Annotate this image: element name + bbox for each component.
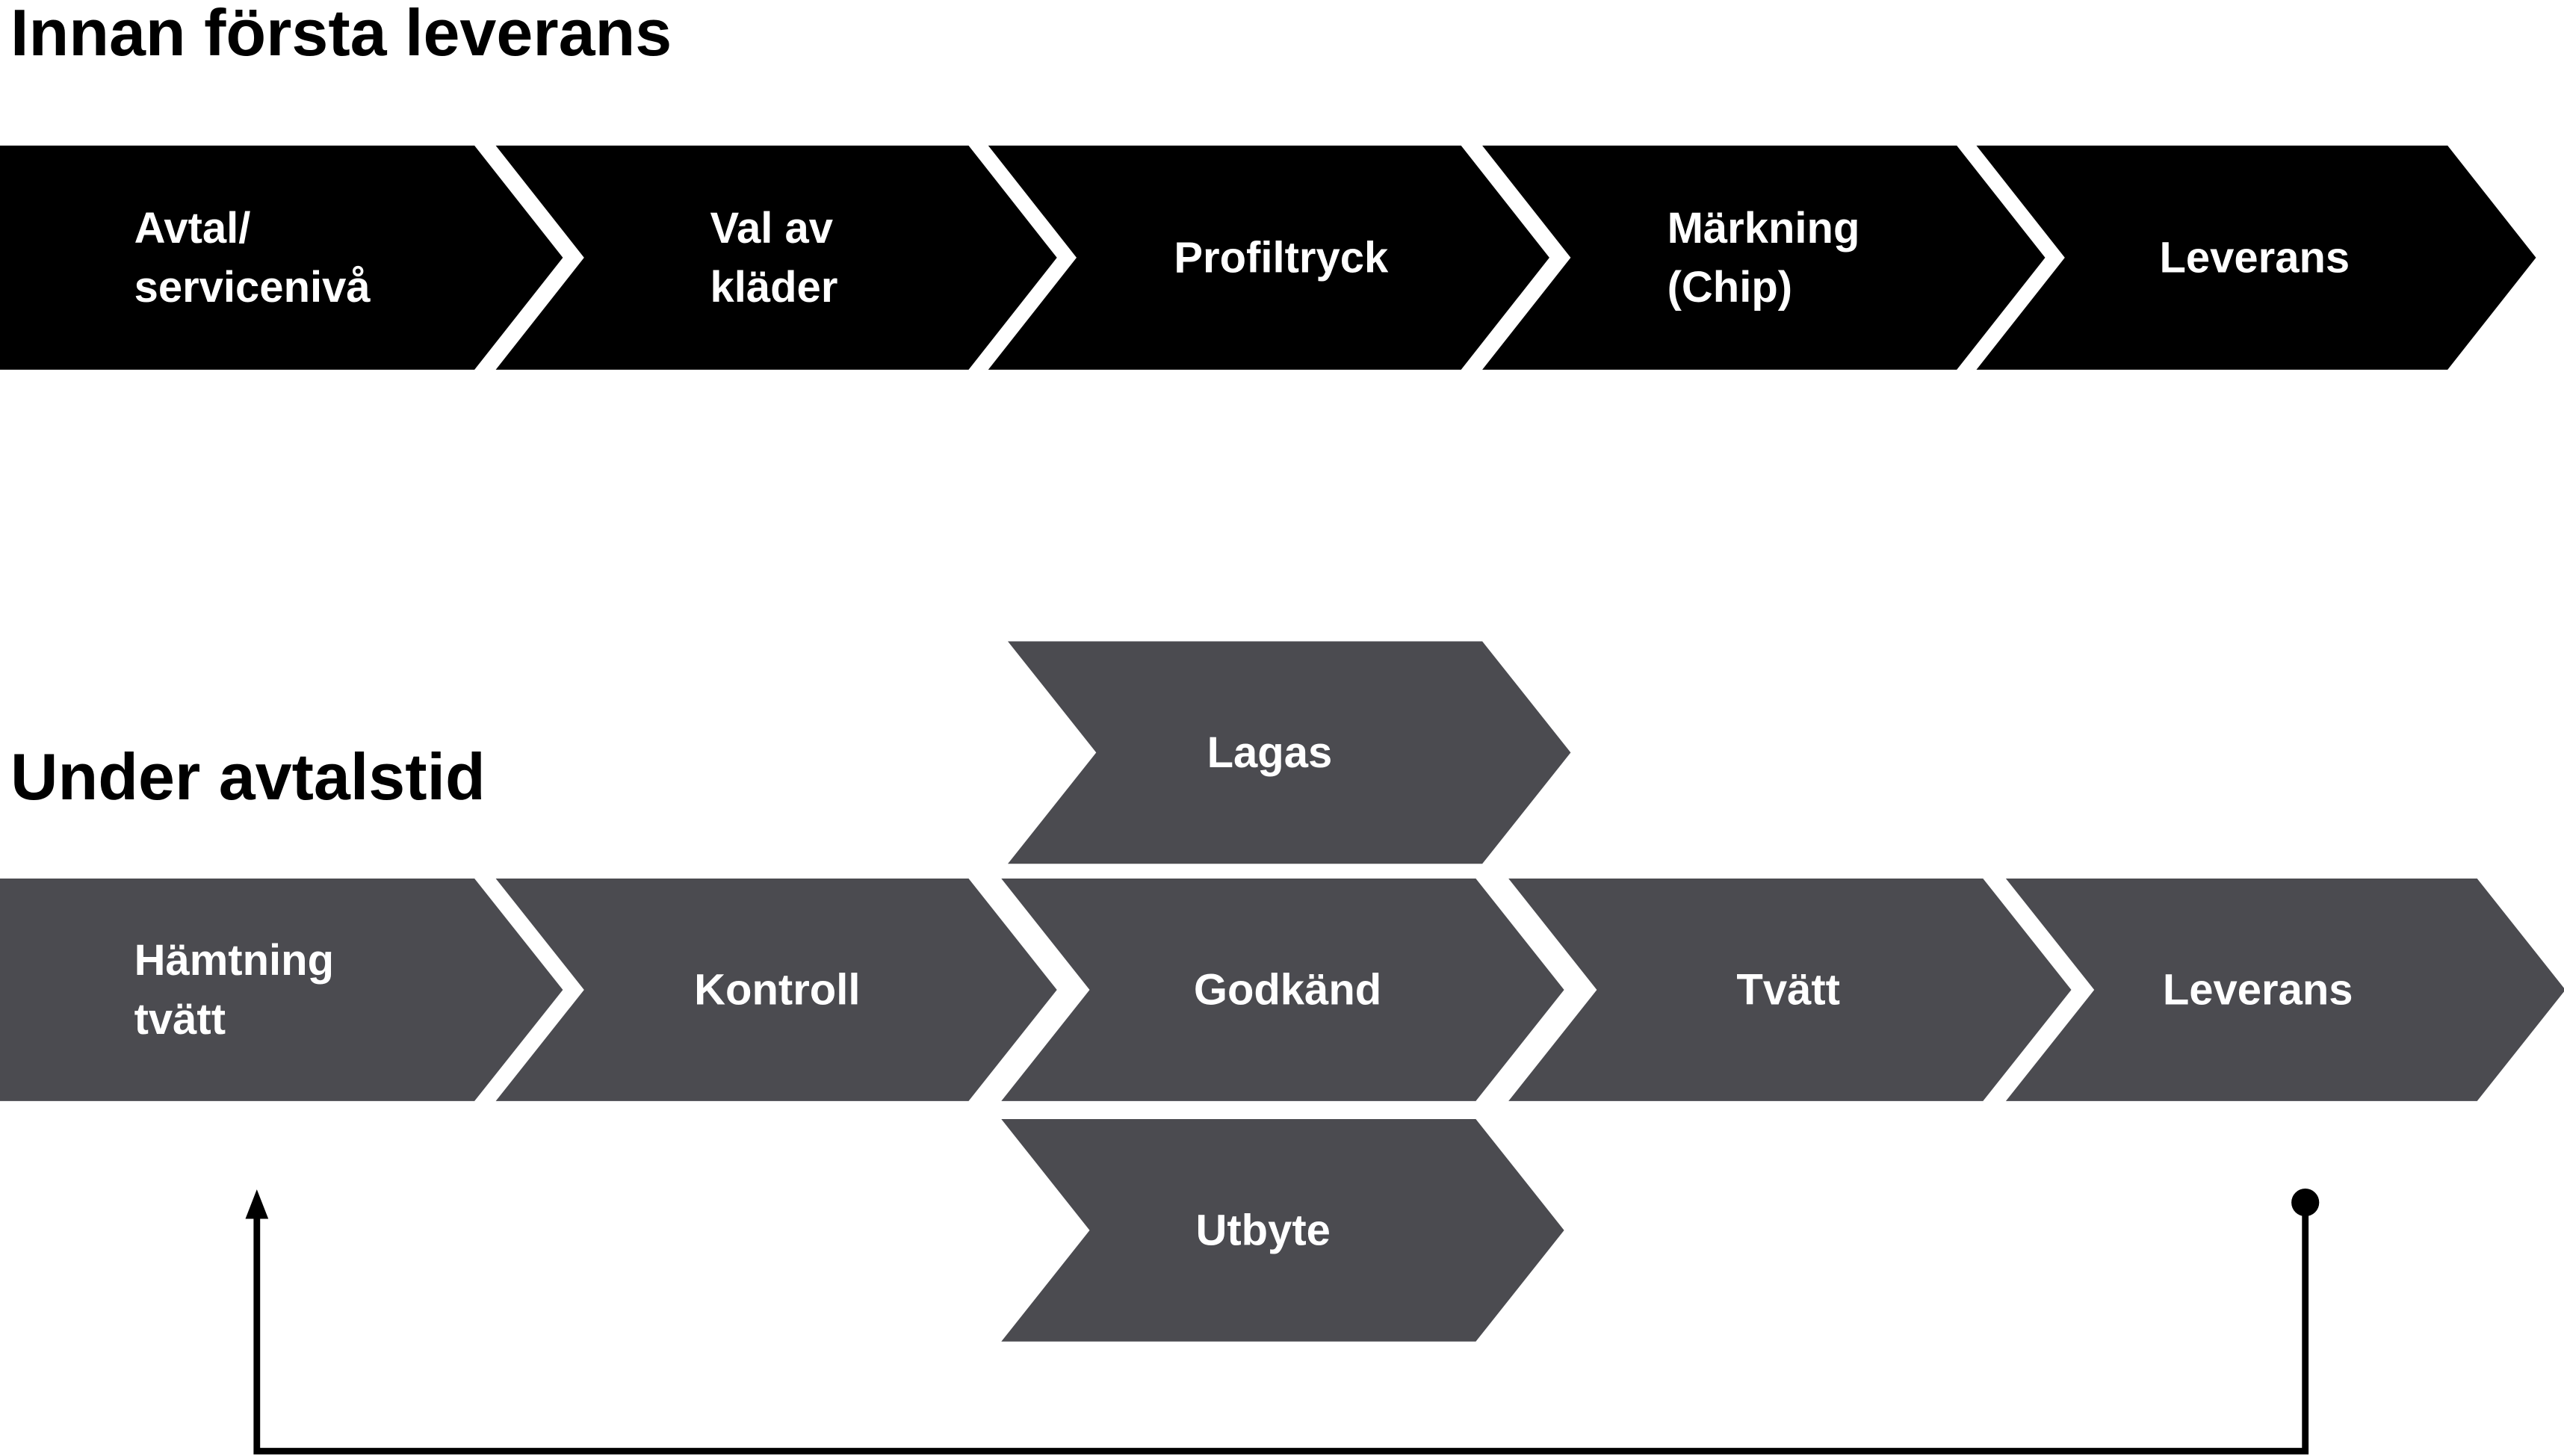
step-label-markning-chip-4: Märkning	[1667, 204, 1860, 253]
step-label-val-av-klader-2: kläder	[710, 263, 838, 312]
process-row-before-delivery: Avtal/servicenivå Val av kläder Profiltryck…	[0, 145, 2536, 370]
heading-before-first-delivery: Innan första leverans	[10, 0, 672, 69]
step-val-av-klader-2: Val av kläder	[495, 145, 1057, 370]
step-label-avtal-serviceniva-1: servicenivå	[134, 263, 371, 312]
return-loop	[245, 1189, 2320, 1455]
step-label-leverans-5: Leverans	[2159, 234, 2350, 282]
step-avtal-serviceniva-1: Avtal/servicenivå	[0, 145, 563, 370]
step-label-markning-chip-4: (Chip)	[1667, 263, 1793, 312]
step-hamtning-tvatt-1: Hämtning tvätt	[0, 879, 563, 1101]
step-shape-profiltryck-3	[988, 145, 1549, 370]
step-shape-hamtning-tvatt-1	[0, 879, 563, 1101]
step-label-leverans-5: Leverans	[2163, 966, 2353, 1014]
step-label-hamtning-tvatt-1: Hämtning	[134, 936, 334, 985]
step-leverans-5: Leverans	[1976, 145, 2536, 370]
loop-line	[253, 1202, 2309, 1455]
step-label-kontroll-2: Kontroll	[694, 966, 860, 1014]
loop-start-dot	[2291, 1189, 2320, 1217]
step-shape-val-av-klader-2	[495, 145, 1057, 370]
step-godkand-3: Godkänd	[1001, 879, 1564, 1101]
step-label-godkand-3: Godkänd	[1194, 966, 1381, 1014]
step-kontroll-2: Kontroll	[495, 879, 1057, 1101]
step-shape-tvatt-4	[1508, 879, 2072, 1101]
step-shape-kontroll-2	[495, 879, 1057, 1101]
step-shape-leverans-5	[1976, 145, 2536, 370]
step-shape-utbyte	[1001, 1119, 1564, 1342]
heading-during-contract: Under avtalstid	[10, 740, 486, 814]
step-label-lagas: Lagas	[1207, 728, 1333, 777]
step-shape-lagas	[1008, 641, 1571, 864]
step-label-tvatt-4: Tvätt	[1736, 966, 1840, 1014]
process-row-during-contract: Hämtning tvätt Kontroll Godkänd Tvätt Leveran…	[0, 879, 2564, 1101]
step-leverans-5: Leverans	[2005, 879, 2564, 1101]
step-markning-chip-4: Märkning (Chip)	[1482, 145, 2046, 370]
loop-arrowhead-icon	[245, 1189, 269, 1219]
step-label-avtal-serviceniva-1: Avtal/	[134, 204, 251, 253]
step-shape-markning-chip-4	[1482, 145, 2046, 370]
step-utbyte: Utbyte	[1001, 1119, 1564, 1342]
step-shape-leverans-5	[2005, 879, 2564, 1101]
step-lagas: Lagas	[1008, 641, 1571, 864]
step-shape-avtal-serviceniva-1	[0, 145, 563, 370]
step-tvatt-4: Tvätt	[1508, 879, 2072, 1101]
step-label-val-av-klader-2: Val av	[710, 204, 833, 253]
step-label-hamtning-tvatt-1: tvätt	[134, 995, 226, 1044]
step-label-utbyte: Utbyte	[1195, 1206, 1330, 1255]
step-shape-godkand-3	[1001, 879, 1564, 1101]
step-profiltryck-3: Profiltryck	[988, 145, 1549, 370]
step-label-profiltryck-3: Profiltryck	[1174, 234, 1389, 282]
